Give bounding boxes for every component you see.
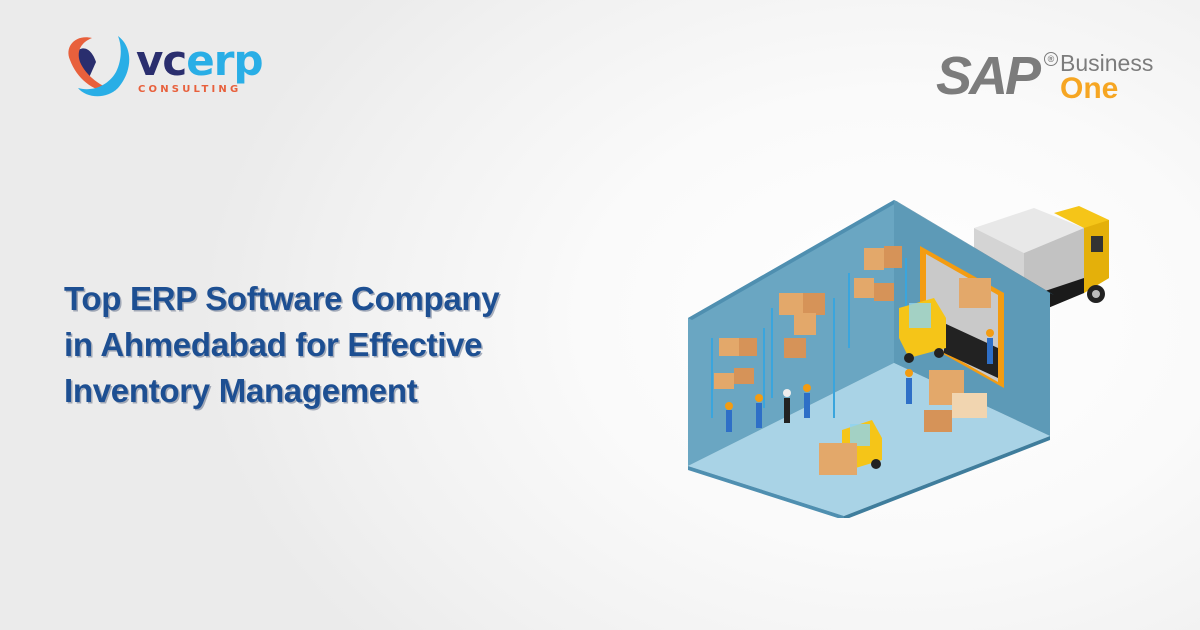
page-headline: Top ERP Software Company in Ahmedabad fo… bbox=[64, 276, 584, 414]
vcerp-tagline: CONSULTING bbox=[138, 84, 242, 95]
vcerp-wordmark: vcerp bbox=[136, 36, 264, 85]
registered-mark: ® bbox=[1044, 52, 1058, 66]
warehouse-illustration bbox=[684, 198, 1124, 520]
vcerp-logo: vcerp CONSULTING bbox=[62, 32, 272, 102]
isometric-warehouse-icon bbox=[688, 200, 1109, 520]
globe-swoosh-icon bbox=[68, 36, 130, 97]
sap-business-text: Business bbox=[1060, 50, 1154, 76]
headline-line-3: Inventory Management bbox=[64, 372, 418, 409]
sap-wordmark: SAP bbox=[936, 46, 1041, 106]
headline-line-2: in Ahmedabad for Effective bbox=[64, 326, 483, 363]
sap-one-text: One bbox=[1060, 72, 1119, 105]
sap-business-one-logo: SAP ® Business One bbox=[936, 48, 1166, 108]
headline-line-1: Top ERP Software Company bbox=[64, 280, 500, 317]
